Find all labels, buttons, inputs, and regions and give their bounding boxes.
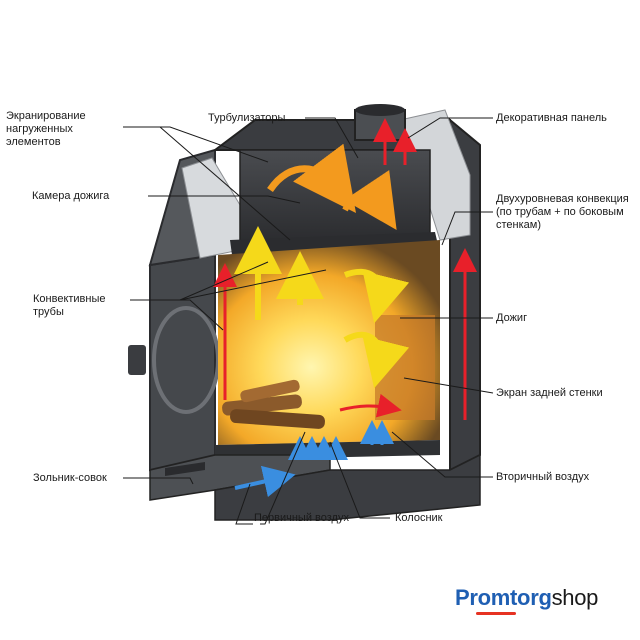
label-two-level-convection: Двухуровневая конвекция (по трубам + по … [496, 193, 629, 231]
turbulator-arrow-2 [342, 170, 397, 230]
ash-pan-handle [165, 462, 205, 476]
leader-lines [123, 117, 494, 525]
label-grate: Колосник [395, 512, 443, 524]
side-handle-grip [128, 345, 146, 375]
flame-arrow-4 [343, 331, 410, 389]
label-ash-pan: Зольник-совок [33, 472, 107, 484]
logo-part-2: shop [551, 585, 599, 610]
logo-part-1: Promtorg [455, 585, 552, 610]
logo-underline [476, 612, 516, 615]
label-secondary-air: Вторичный воздух [496, 471, 590, 483]
label-decorative-panel: Декоративная панель [496, 112, 607, 124]
baffle-plate [230, 232, 438, 255]
left-side-panel [149, 253, 216, 472]
label-shielding: Экранирование нагруженных элементов [6, 110, 86, 148]
chimney-opening [355, 104, 405, 116]
turbulator-arrow-1 [267, 143, 357, 213]
afterburn-chamber-interior [239, 149, 431, 246]
label-afterburn-chamber: Камера дожига [32, 190, 110, 202]
promtorgshop-logo: Promtorgshop [455, 585, 598, 611]
label-primary-air: Первичный воздух [254, 512, 349, 524]
firewood-logs [222, 379, 325, 429]
primary-air-arrow [234, 465, 296, 498]
label-turbulators: Турбулизаторы [208, 112, 286, 124]
flame-arrow-3 [343, 268, 410, 324]
label-rear-wall-screen: Экран задней стенки [496, 387, 603, 399]
flow-arrows [213, 118, 477, 498]
label-convection-pipes: Конвективные трубы [33, 293, 106, 318]
label-afterburn: Дожиг [496, 312, 528, 324]
rear-wall-screen [375, 315, 435, 420]
